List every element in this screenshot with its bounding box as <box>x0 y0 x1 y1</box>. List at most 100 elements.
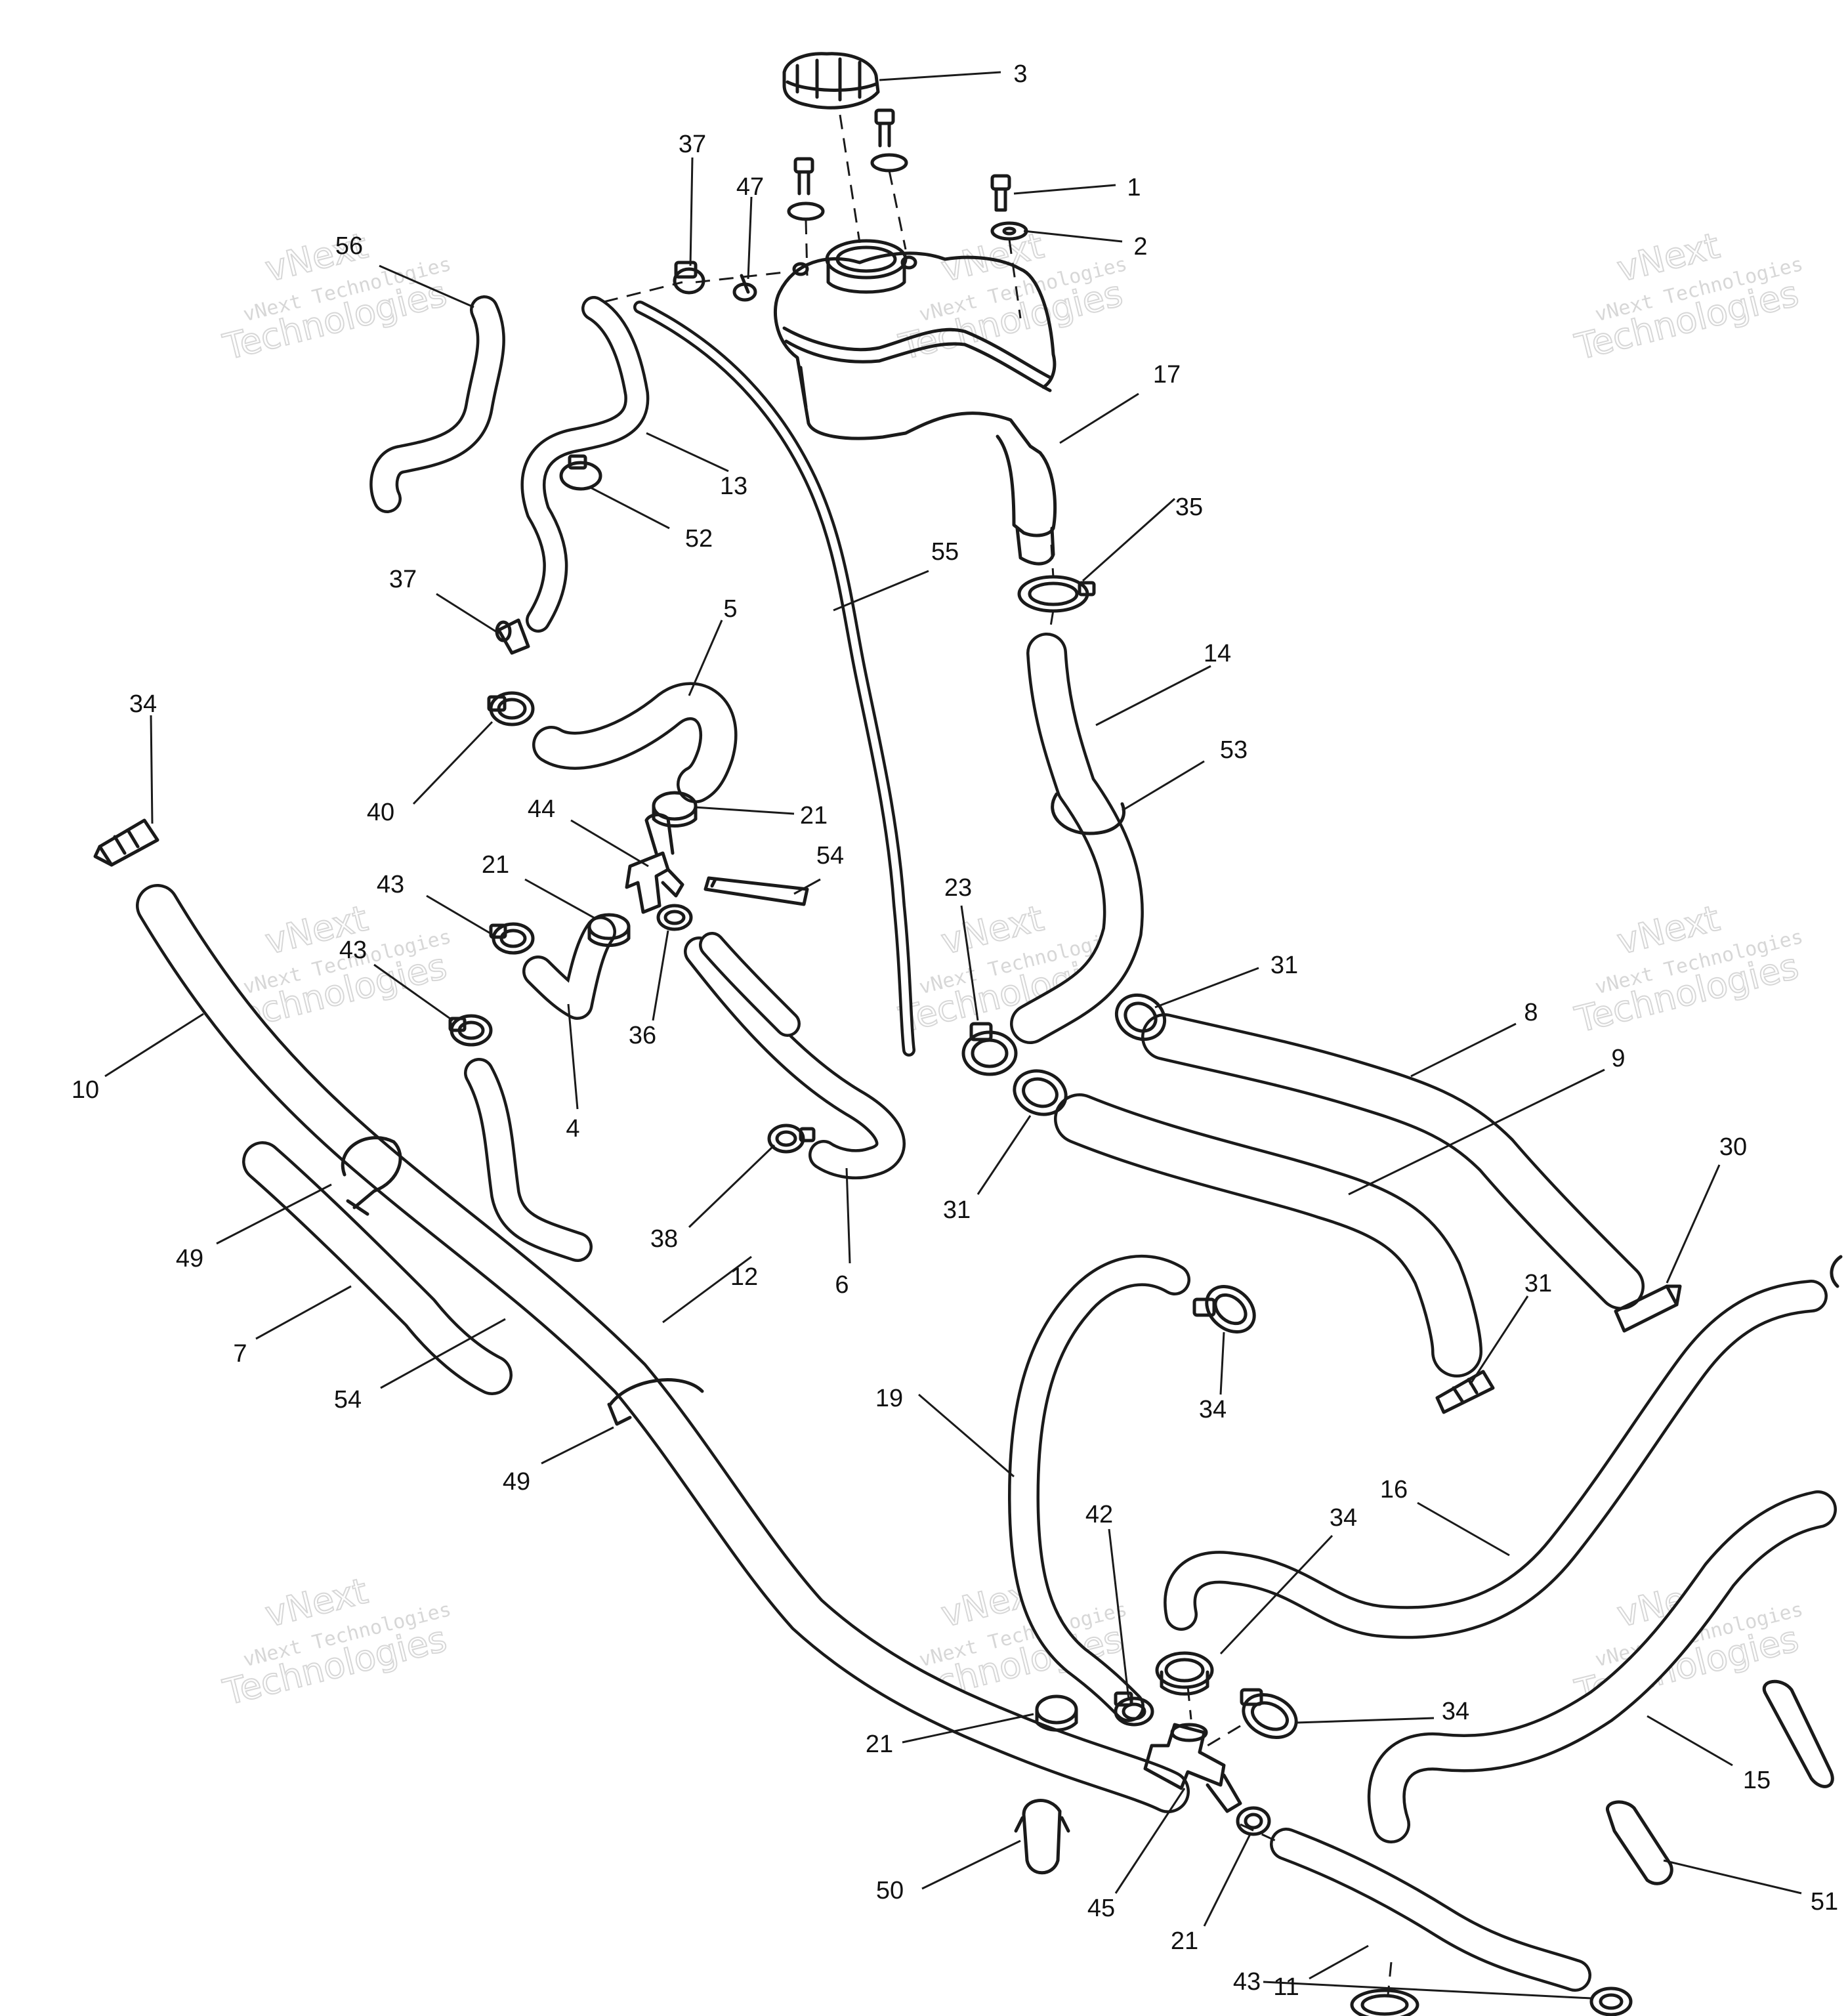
leader-line-19 <box>918 1393 1015 1478</box>
hose-56-body <box>372 298 503 511</box>
leader-line-55 <box>833 570 929 612</box>
clamp-43-b <box>448 1014 493 1047</box>
callout-23: 23 <box>944 874 972 902</box>
leader-line-52 <box>589 486 670 530</box>
callout-53: 53 <box>1220 736 1248 764</box>
callout-31: 31 <box>943 1196 971 1224</box>
hose-15-body <box>1370 1493 1834 1841</box>
callout-34: 34 <box>129 690 157 718</box>
hose-55-body <box>636 303 913 1054</box>
leader-line-51 <box>1663 1859 1802 1895</box>
hose-13 <box>520 296 650 633</box>
leader-line-13 <box>646 432 729 472</box>
callout-37: 37 <box>389 566 417 593</box>
assembly-line <box>1050 544 1055 578</box>
callout-54: 54 <box>334 1386 362 1414</box>
callout-11: 11 <box>1273 1973 1299 2001</box>
callout-44: 44 <box>528 795 555 823</box>
callout-14: 14 <box>1204 640 1231 667</box>
radiator-cap <box>782 52 880 110</box>
callout-54: 54 <box>816 842 844 870</box>
hose-short-left-body <box>702 934 798 1034</box>
hose-19-body <box>1011 1257 1188 1719</box>
callout-30: 30 <box>1719 1133 1747 1161</box>
callout-8: 8 <box>1524 999 1538 1026</box>
fitting-34-left <box>93 818 159 867</box>
leader-line-10 <box>104 1013 204 1078</box>
clamp-right-edge <box>1830 1255 1843 1288</box>
hose-6-body <box>686 939 903 1177</box>
leader-line-47 <box>747 196 753 280</box>
leader-line-49 <box>216 1183 332 1245</box>
leader-line-40 <box>412 721 494 805</box>
hose-11 <box>1270 1828 1591 1992</box>
assembly-line <box>1207 1725 1241 1747</box>
leader-line-43 <box>426 894 494 936</box>
hose-7 <box>242 1141 513 1395</box>
tee-fitting-45 <box>1143 1723 1242 1813</box>
callout-47: 47 <box>736 173 764 201</box>
clamp-47 <box>732 274 757 302</box>
leader-line-35 <box>1082 497 1175 582</box>
leader-line-5 <box>688 620 723 696</box>
assembly-line <box>888 170 907 250</box>
callout-49: 49 <box>176 1245 203 1272</box>
hose-4 <box>522 916 616 1020</box>
clamp-21-mid <box>587 913 631 947</box>
strap-clamp-51 <box>1606 1800 1673 1885</box>
clamp-52 <box>559 454 602 491</box>
callout-6: 6 <box>835 1271 849 1299</box>
leader-line-15 <box>1647 1715 1733 1767</box>
clamp-21-upper <box>652 791 698 828</box>
hose-15 <box>1367 1490 1837 1843</box>
assembly-line <box>695 271 785 284</box>
clamp-31-mid <box>1013 1069 1068 1116</box>
leader-line-16 <box>1417 1502 1510 1557</box>
leader-line-37 <box>689 157 694 266</box>
leader-line-31 <box>1469 1295 1529 1385</box>
callout-2: 2 <box>1133 233 1147 261</box>
tee-fitting-44 <box>625 813 684 914</box>
assembly-line <box>839 114 861 243</box>
watermark: vNext vNext Technologies Technologies <box>894 224 1129 368</box>
callout-1: 1 <box>1127 174 1141 201</box>
callout-5: 5 <box>723 595 737 623</box>
callout-3: 3 <box>1013 60 1027 88</box>
leader-line-34 <box>1219 1332 1225 1395</box>
hose-10-12 <box>136 884 1190 1813</box>
leader-line-54 <box>380 1318 506 1389</box>
assembly-line <box>603 281 683 303</box>
callout-31: 31 <box>1270 952 1298 979</box>
callout-55: 55 <box>931 538 959 566</box>
hose-8-body <box>1144 1016 1642 1307</box>
clamp-49-lower <box>607 1378 704 1426</box>
fitting-31-lower <box>1435 1370 1495 1414</box>
leader-line-54 <box>793 878 821 895</box>
clamp-21-lower-left <box>1035 1694 1078 1732</box>
callout-51: 51 <box>1811 1888 1838 1916</box>
clamp-34-lower-left <box>1155 1651 1214 1696</box>
leader-line-11 <box>1309 1944 1369 1980</box>
leader-line-8 <box>1410 1022 1517 1078</box>
clamp-42 <box>1114 1691 1154 1727</box>
callout-21: 21 <box>866 1731 893 1758</box>
assembly-line <box>805 219 808 276</box>
hose-short-left <box>699 932 801 1037</box>
check-valve-37 <box>495 618 530 655</box>
callout-4: 4 <box>566 1115 579 1143</box>
callout-21: 21 <box>800 802 828 830</box>
hose-7-body <box>245 1144 510 1393</box>
watermark: vNext vNext Technologies Technologies <box>1570 896 1805 1041</box>
clamp-43-bottom <box>1589 1986 1633 2016</box>
leader-line-53 <box>1122 760 1205 812</box>
watermark: vNext vNext Technologies Technologies <box>219 1569 453 1713</box>
leader-line-9 <box>1348 1068 1605 1196</box>
hose-55 <box>633 301 915 1057</box>
leader-line-50 <box>921 1839 1021 1890</box>
hose-connector-upper-body <box>467 1060 590 1259</box>
leader-line-56 <box>379 264 474 308</box>
assembly-line <box>1240 1823 1284 1845</box>
clamp-35 <box>1017 575 1096 613</box>
leader-line-21 <box>694 806 795 815</box>
